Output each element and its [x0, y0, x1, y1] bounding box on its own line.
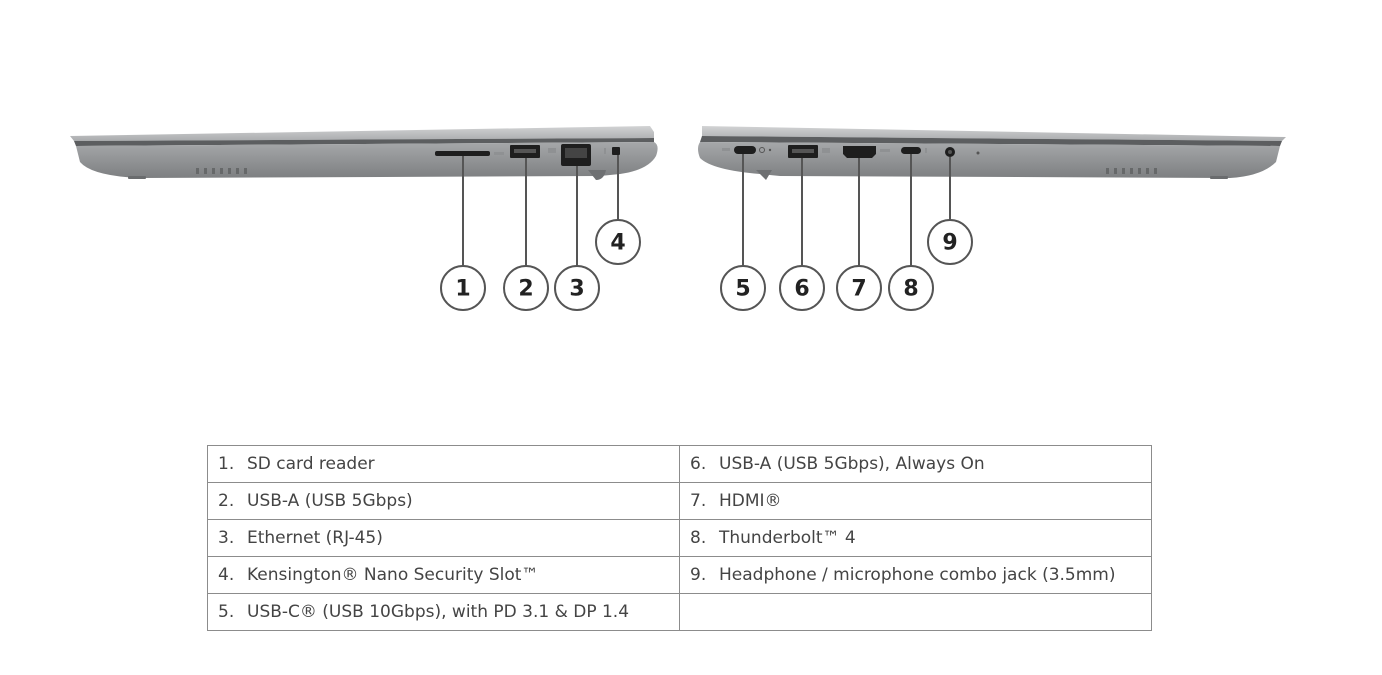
sd-card-slot	[435, 151, 490, 156]
legend-number: 5.	[218, 602, 235, 622]
legend-cell: 8. Thunderbolt™ 4	[679, 519, 1152, 557]
thunderbolt-port	[901, 147, 921, 154]
legend-text: SD card reader	[247, 454, 375, 474]
legend-text: Kensington® Nano Security Slot™	[247, 565, 539, 585]
legend-cell	[679, 593, 1152, 631]
table-row: 5. USB-C® (USB 10Gbps), with PD 3.1 & DP …	[207, 593, 1152, 631]
callout-2: 2	[518, 277, 533, 302]
legend-cell: 9. Headphone / microphone combo jack (3.5…	[679, 556, 1152, 594]
table-row: 2. USB-A (USB 5Gbps) 7. HDMI®	[207, 482, 1152, 520]
legend-text: USB-A (USB 5Gbps)	[247, 491, 413, 511]
callout-3: 3	[569, 277, 584, 302]
legend-cell: 1. SD card reader	[207, 445, 680, 483]
laptop-right-side-view	[698, 126, 1286, 180]
usb-c-port	[734, 146, 756, 154]
legend-text: USB-A (USB 5Gbps), Always On	[719, 454, 985, 474]
legend-cell: 4. Kensington® Nano Security Slot™	[207, 556, 680, 594]
callout-7: 7	[851, 277, 866, 302]
legend-cell: 3. Ethernet (RJ-45)	[207, 519, 680, 557]
legend-cell: 6. USB-A (USB 5Gbps), Always On	[679, 445, 1152, 483]
table-row: 3. Ethernet (RJ-45) 8. Thunderbolt™ 4	[207, 519, 1152, 557]
legend-cell: 2. USB-A (USB 5Gbps)	[207, 482, 680, 520]
hdmi-port	[843, 146, 876, 158]
legend-cell: 7. HDMI®	[679, 482, 1152, 520]
callout-5: 5	[735, 277, 750, 302]
legend-number: 7.	[690, 491, 707, 511]
callout-9: 9	[942, 231, 957, 256]
legend-text: Ethernet (RJ-45)	[247, 528, 383, 548]
legend-number: 3.	[218, 528, 235, 548]
legend-number: 8.	[690, 528, 707, 548]
callout-6: 6	[794, 277, 809, 302]
callout-8: 8	[903, 277, 918, 302]
kensington-slot	[612, 147, 620, 155]
legend-text: Headphone / microphone combo jack (3.5mm…	[719, 565, 1116, 585]
legend-number: 6.	[690, 454, 707, 474]
port-legend-table: 1. SD card reader 6. USB-A (USB 5Gbps), Al…	[207, 445, 1152, 631]
legend-text: USB-C® (USB 10Gbps), with PD 3.1 & DP 1.…	[247, 602, 630, 622]
callout-circles	[440, 219, 973, 311]
callout-4: 4	[610, 231, 625, 256]
legend-number: 4.	[218, 565, 235, 585]
legend-text: HDMI®	[719, 491, 782, 511]
port-diagram: 1 2 3 4 5 6 7 8 9	[70, 126, 1286, 311]
legend-cell: 5. USB-C® (USB 10Gbps), with PD 3.1 & DP …	[207, 593, 680, 631]
table-row: 1. SD card reader 6. USB-A (USB 5Gbps), Al…	[207, 445, 1152, 483]
leader-lines	[462, 154, 951, 266]
table-row: 4. Kensington® Nano Security Slot™ 9. Head…	[207, 556, 1152, 594]
callout-1: 1	[455, 277, 470, 302]
legend-number: 2.	[218, 491, 235, 511]
legend-number: 1.	[218, 454, 235, 474]
legend-number: 9.	[690, 565, 707, 585]
legend-text: Thunderbolt™ 4	[719, 528, 856, 548]
laptop-left-side-view	[70, 126, 658, 180]
